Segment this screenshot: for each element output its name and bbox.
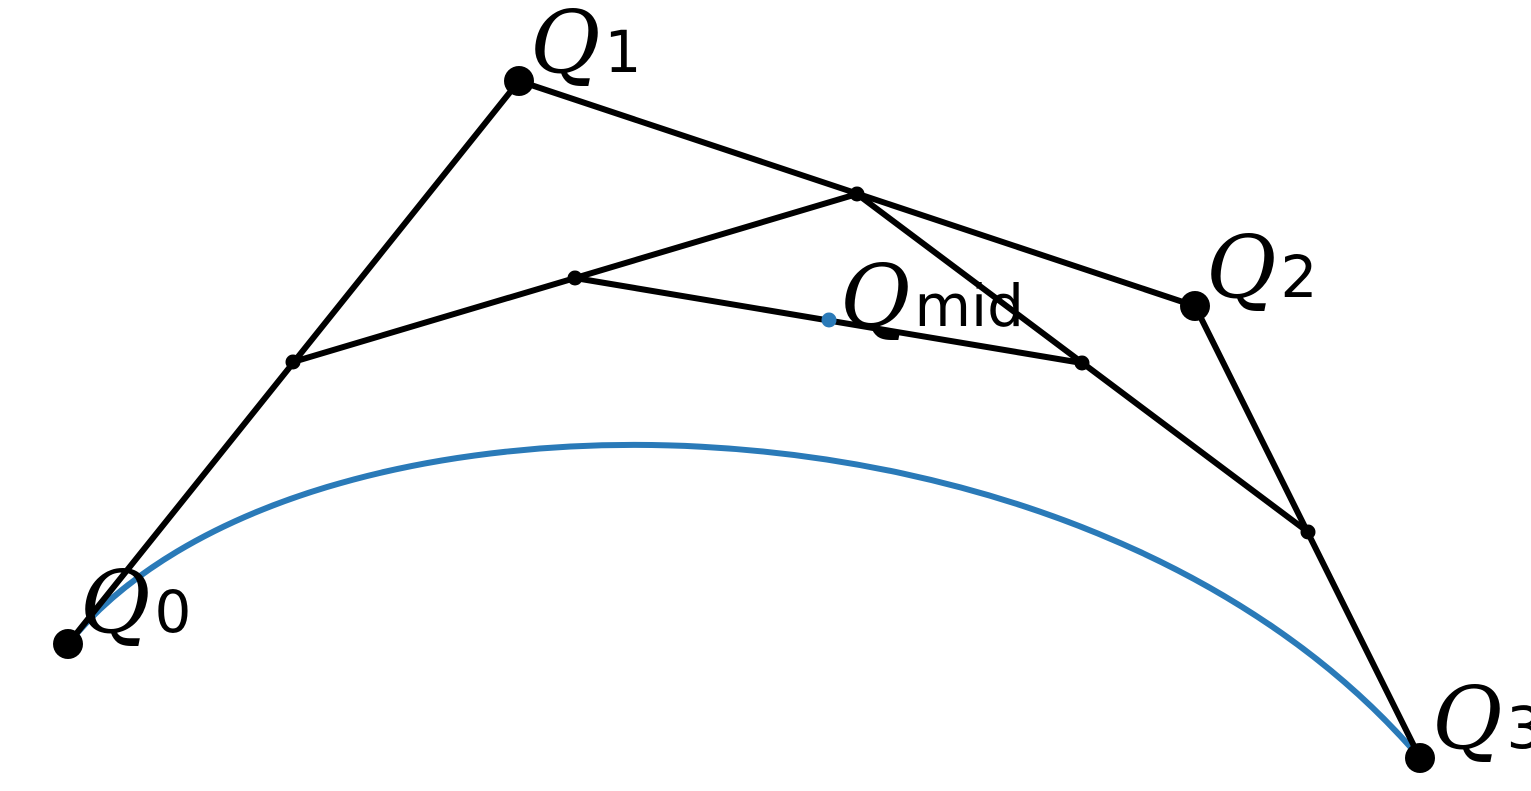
subdivision-level-1-line: [292, 191, 1310, 535]
control-point-q3[interactable]: [1405, 743, 1435, 773]
midpoint-qmid: [821, 312, 837, 328]
label-q1-main: Q: [530, 0, 601, 93]
label-q3-main: Q: [1432, 669, 1503, 769]
label-q0: Q0: [80, 553, 191, 653]
label-q2-main: Q: [1206, 218, 1277, 318]
intermediate-point-q23: [1300, 524, 1316, 540]
control-point-q0[interactable]: [53, 629, 83, 659]
label-q2-sub: 2: [1281, 243, 1318, 311]
intermediate-point-q123: [1074, 355, 1090, 371]
intermediate-point-q01: [285, 354, 301, 370]
control-point-q2[interactable]: [1180, 291, 1210, 321]
label-q1-sub: 1: [605, 18, 642, 86]
label-q3-sub: 3: [1507, 694, 1531, 762]
label-qmid-main: Q: [840, 247, 911, 347]
label-q1: Q1: [530, 0, 641, 93]
control-point-q1[interactable]: [504, 66, 534, 96]
intermediate-point-q12: [849, 186, 865, 202]
label-q3: Q3: [1432, 669, 1531, 769]
control-polygon: [65, 78, 1423, 760]
label-q2: Q2: [1206, 218, 1317, 318]
intermediate-point-q012: [567, 270, 583, 286]
label-q0-main: Q: [80, 553, 151, 653]
label-q0-sub: 0: [155, 578, 192, 646]
bezier-curve: [65, 441, 1423, 760]
label-qmid-sub: mid: [915, 272, 1024, 340]
label-qmid: Qmid: [840, 247, 1024, 347]
